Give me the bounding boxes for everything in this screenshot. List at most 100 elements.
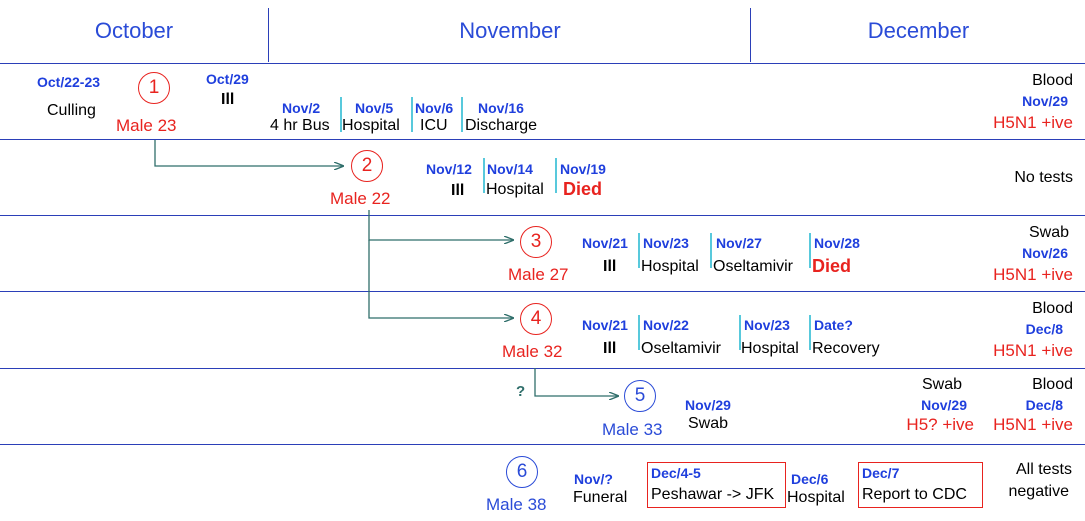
case4-event-ill: Ill — [603, 340, 617, 357]
case1-date-culling: Oct/22-23 — [37, 74, 101, 90]
case4-test-date: Dec/8 — [1025, 321, 1063, 337]
case5-link-label: ? — [516, 383, 526, 400]
month-october: October — [94, 18, 174, 43]
case1-circle: 1 — [138, 72, 170, 104]
case4-date-oseltamivir: Nov/22 — [643, 317, 689, 333]
case3-event-oseltamivir: Oseltamivir — [713, 258, 794, 275]
case1-date-ill: Oct/29 — [206, 71, 249, 87]
case1-date-icu: Nov/6 — [415, 100, 454, 116]
case1-label: Male 23 — [116, 116, 177, 135]
case1-event-icu: ICU — [420, 117, 448, 134]
row-divider — [0, 368, 1085, 369]
separator — [638, 233, 640, 268]
case6-event-hospital: Hospital — [787, 489, 845, 506]
report-highlight-box — [858, 462, 983, 508]
case2-label: Male 22 — [330, 189, 391, 208]
case2-event-hospital: Hospital — [486, 181, 544, 198]
case6-test-line1: All tests — [1015, 461, 1072, 478]
case4-test-result: H5N1 +ive — [993, 341, 1073, 360]
case5-date-swab: Nov/29 — [685, 397, 731, 413]
case1-event-culling: Culling — [47, 102, 96, 119]
case6-test-line2: negative — [1008, 483, 1070, 500]
case4-test-type: Blood — [1032, 300, 1073, 317]
case5-swab-type: Swab — [921, 376, 962, 393]
case3-date-ill: Nov/21 — [582, 235, 628, 251]
case4-event-oseltamivir: Oseltamivir — [641, 340, 722, 357]
case1-event-hospital: Hospital — [342, 117, 400, 134]
case6-event-funeral: Funeral — [573, 489, 628, 506]
case2-circle: 2 — [351, 150, 383, 182]
case6-event-travel: Peshawar -> JFK — [651, 486, 775, 503]
case4-label: Male 32 — [502, 342, 563, 361]
case3-event-died: Died — [812, 256, 852, 276]
case4-circle: 4 — [520, 303, 552, 335]
case4-date-recovery: Date? — [814, 317, 853, 333]
separator — [411, 97, 413, 132]
case6-date-hospital: Dec/6 — [791, 471, 829, 487]
case3-test-result: H5N1 +ive — [993, 265, 1073, 284]
case2-date-died: Nov/19 — [560, 161, 606, 177]
case4-date-hospital: Nov/23 — [744, 317, 790, 333]
case5-label: Male 33 — [602, 420, 663, 439]
case3-date-hospital: Nov/23 — [643, 235, 689, 251]
separator — [710, 233, 712, 268]
month-divider — [268, 8, 269, 62]
case5-test-result: H5N1 +ive — [993, 415, 1073, 434]
arrow-case2-to-case3 — [368, 210, 513, 240]
case3-date-died: Nov/28 — [814, 235, 860, 251]
case6-date-report: Dec/7 — [862, 465, 900, 481]
case6-date-travel: Dec/4-5 — [651, 465, 701, 481]
case1-test-type: Blood — [1032, 72, 1073, 89]
case2-test-result: No tests — [1014, 169, 1073, 186]
case2-date-hospital: Nov/14 — [487, 161, 533, 177]
case1-event-bus: 4 hr Bus — [270, 117, 330, 134]
case6-label: Male 38 — [486, 495, 547, 514]
case1-test-date: Nov/29 — [1022, 93, 1068, 109]
month-december: December — [867, 18, 970, 43]
case1-event-discharge: Discharge — [465, 117, 538, 134]
separator — [340, 97, 342, 132]
case4-date-ill: Nov/21 — [582, 317, 628, 333]
case2-event-ill: Ill — [451, 182, 465, 199]
case4-event-hospital: Hospital — [741, 340, 799, 357]
case1-test-result: H5N1 +ive — [993, 113, 1073, 132]
row-divider — [0, 215, 1085, 216]
month-divider — [750, 8, 751, 62]
arrow-case2-to-case4 — [368, 240, 513, 318]
case6-date-funeral: Nov/? — [574, 471, 613, 487]
arrow-case1-to-case2 — [154, 140, 343, 166]
case3-circle: 3 — [520, 226, 552, 258]
separator — [483, 158, 485, 193]
case5-swab-result: H5? +ive — [906, 415, 974, 434]
separator — [809, 233, 811, 268]
case6-circle: 6 — [506, 456, 538, 488]
case3-event-hospital: Hospital — [641, 258, 699, 275]
case3-date-oseltamivir: Nov/27 — [716, 235, 762, 251]
case2-date-ill: Nov/12 — [426, 161, 472, 177]
case5-event-swab: Swab — [688, 415, 729, 432]
case3-label: Male 27 — [508, 265, 569, 284]
separator — [638, 315, 640, 350]
case6-event-report: Report to CDC — [862, 486, 967, 503]
case1-date-bus: Nov/2 — [282, 100, 321, 116]
row-divider — [0, 139, 1085, 140]
row-divider — [0, 444, 1085, 445]
case5-test-type: Blood — [1032, 376, 1073, 393]
separator — [739, 315, 741, 350]
row-divider — [0, 291, 1085, 292]
case5-test-date: Dec/8 — [1025, 397, 1063, 413]
separator — [461, 97, 463, 132]
case4-event-recovery: Recovery — [812, 340, 880, 357]
month-november: November — [459, 18, 561, 43]
row-divider — [0, 63, 1085, 64]
case5-swab-date: Nov/29 — [921, 397, 967, 413]
arrow-case4-to-case5 — [534, 368, 618, 396]
separator — [809, 315, 811, 350]
case1-date-hospital: Nov/5 — [355, 100, 394, 116]
case1-event-ill: Ill — [221, 91, 235, 108]
case5-circle: 5 — [624, 380, 656, 412]
case2-event-died: Died — [563, 179, 603, 199]
case3-test-date: Nov/26 — [1022, 245, 1068, 261]
